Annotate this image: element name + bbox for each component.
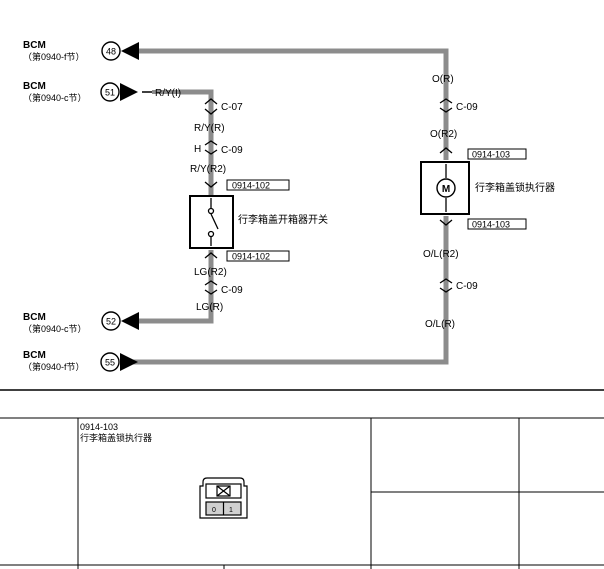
motor-icon xyxy=(436,178,456,198)
bcm-51-label: BCM xyxy=(23,81,46,92)
wire-48 xyxy=(132,48,449,102)
wire-52 xyxy=(138,250,214,324)
bcm-52-pin: 52 xyxy=(106,317,116,327)
connector-c09-label: C-09 xyxy=(221,145,243,156)
bcm-48-label: BCM xyxy=(23,40,46,51)
connector-code: 0914-103 xyxy=(80,422,119,432)
motor-symbol: M xyxy=(442,184,450,195)
pin-1-label: 1 xyxy=(229,507,233,514)
wire-ol-r2-label: O/L(R2) xyxy=(423,249,459,260)
actuator-code-top: 0914-103 xyxy=(472,150,510,160)
connector-icon xyxy=(439,219,453,226)
wire-ry-r2-label: R/Y(R2) xyxy=(190,164,226,175)
right-branch: O(R) C-09 O(R2) 0914-103 M 行李箱盖锁执行器 0914… xyxy=(420,74,555,330)
switch-name-label: 行李箱盖开箱器开关 xyxy=(238,213,328,226)
actuator-code-bottom: 0914-103 xyxy=(472,220,510,230)
connector-name: 行李箱盖锁执行器 xyxy=(80,433,153,443)
bcm-51-pin: 51 xyxy=(105,88,115,98)
wire-lg-r-label: LG(R) xyxy=(196,302,223,313)
connector-icon xyxy=(439,98,453,113)
bcm-48-terminal: BCM （第0940-f节） 48 xyxy=(23,40,139,62)
bcm-51-section: （第0940-c节） xyxy=(23,92,87,103)
connector-face-icon xyxy=(199,477,248,519)
wire-o-r2-label: O(R2) xyxy=(430,129,457,140)
connector-table-title: 0914-103 行李箱盖锁执行器 xyxy=(80,422,152,444)
bcm-52-label: BCM xyxy=(23,312,46,323)
wires xyxy=(132,48,449,365)
connector-icon xyxy=(204,252,218,259)
switch-code-bottom: 0914-102 xyxy=(232,252,270,262)
wire-51-right xyxy=(180,89,214,195)
connector-icon xyxy=(204,140,218,155)
wire-lg-r2-label: LG(R2) xyxy=(194,267,227,278)
bcm-55-section: （第0940-f节） xyxy=(23,361,85,372)
connector-icon xyxy=(204,98,218,115)
arrow-icon xyxy=(121,312,139,330)
connector-icon xyxy=(204,181,218,188)
connector-c09-label-2: C-09 xyxy=(221,285,243,296)
bcm-48-section: （第0940-f节） xyxy=(23,51,85,62)
wire-ol-r-label: O/L(R) xyxy=(425,319,455,330)
bcm-48-pin: 48 xyxy=(106,47,116,57)
connector-icon xyxy=(204,280,218,295)
bcm-51-terminal: BCM （第0940-c节） 51 R/Y(I) xyxy=(23,81,181,103)
bcm-55-label: BCM xyxy=(23,350,46,361)
wire-o-r-label: O(R) xyxy=(432,74,454,85)
left-branch: C-07 R/Y(R) H C-09 R/Y(R2) 0914-102 行李箱盖… xyxy=(189,98,328,313)
bcm-52-section: （第0940-c节） xyxy=(23,323,87,334)
connector-c09-right-label: C-09 xyxy=(456,102,478,113)
pin-0-label: 0 xyxy=(212,507,216,514)
bcm-55-pin: 55 xyxy=(105,358,115,368)
wire-ry-r-label: R/Y(R) xyxy=(194,123,225,134)
connector-icon xyxy=(439,147,453,154)
connector-table xyxy=(0,417,604,569)
connector-c09-right-label-2: C-09 xyxy=(456,281,478,292)
bcm-55-terminal: BCM （第0940-f节） 55 xyxy=(23,350,138,372)
switch-code-top: 0914-102 xyxy=(232,181,270,191)
wire-ry-i-label: R/Y(I) xyxy=(155,88,181,99)
switch-icon xyxy=(207,198,219,246)
arrow-icon xyxy=(121,42,139,60)
connector-icon xyxy=(439,278,453,293)
arrow-icon xyxy=(120,83,138,101)
actuator-name-label: 行李箱盖锁执行器 xyxy=(475,181,555,194)
wire-h-label: H xyxy=(194,144,201,155)
wire-55 xyxy=(132,350,449,365)
connector-c07-label: C-07 xyxy=(221,102,243,113)
arrow-icon xyxy=(120,353,138,371)
bcm-52-terminal: BCM （第0940-c节） 52 xyxy=(23,311,139,334)
